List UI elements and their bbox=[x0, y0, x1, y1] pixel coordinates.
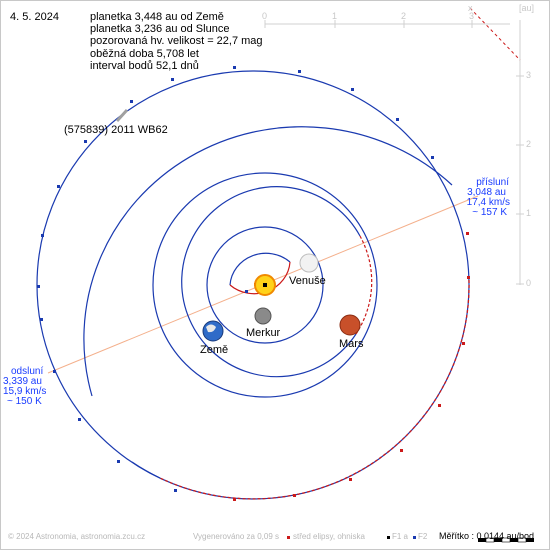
perihelion-distance: 3,048 au bbox=[467, 187, 506, 198]
mercury-orbit-above bbox=[229, 252, 291, 286]
mercury-label: Merkur bbox=[246, 327, 281, 339]
x-tick-0: 0 bbox=[262, 11, 268, 21]
info-line-distance-earth: planetka 3,448 au od Země bbox=[90, 11, 224, 23]
info-line-distance-sun: planetka 3,236 au od Slunce bbox=[90, 23, 230, 35]
aphelion-temp: ~ 150 K bbox=[7, 396, 42, 407]
mars-icon bbox=[339, 314, 361, 336]
aphelion-label: odsluní bbox=[11, 366, 44, 377]
mars-label: Mars bbox=[339, 338, 364, 350]
mercury-icon bbox=[254, 307, 272, 325]
perihelion-temp: ~ 157 K bbox=[472, 207, 507, 218]
x-tick-1: 1 bbox=[332, 11, 338, 21]
y-tick-2: 2 bbox=[526, 139, 532, 149]
legend-f1: F1 a bbox=[392, 532, 409, 541]
scale-bar bbox=[478, 537, 534, 543]
perihelion-speed: 17,4 km/s bbox=[466, 197, 510, 208]
asteroid-icon bbox=[115, 108, 129, 123]
orbit-points bbox=[37, 66, 434, 492]
y-tick-0: 0 bbox=[526, 278, 532, 288]
mars-orbit-below bbox=[355, 235, 373, 335]
info-line-period: oběžná doba 5,708 let bbox=[90, 48, 199, 60]
focus-f1 bbox=[263, 283, 267, 287]
mars-orbit-above bbox=[181, 186, 361, 378]
scale-label: Měřítko : 0,0144 au/bod bbox=[439, 531, 535, 541]
x-axis-label: x bbox=[468, 3, 473, 13]
perihelion-label: přísluní bbox=[476, 177, 509, 188]
asteroid-track bbox=[469, 7, 521, 61]
y-tick-3: 3 bbox=[526, 70, 532, 80]
aphelion-distance: 3,339 au bbox=[3, 376, 42, 387]
asteroid-orbit-above bbox=[83, 126, 453, 397]
x-tick-2: 2 bbox=[401, 11, 407, 21]
venus-icon bbox=[299, 253, 319, 273]
asteroid-label: (575839) 2011 WB62 bbox=[64, 124, 168, 136]
generated-time: Vygenerováno za 0,09 s bbox=[193, 532, 279, 541]
aphelion-speed: 15,9 km/s bbox=[3, 386, 47, 397]
y-tick-1: 1 bbox=[526, 208, 532, 218]
earth-orbit bbox=[152, 172, 378, 398]
date: 4. 5. 2024 bbox=[10, 11, 59, 23]
earth-label: Země bbox=[200, 344, 229, 356]
unit-label: [au] bbox=[519, 3, 535, 13]
info-line-interval: interval bodů 52,1 dnů bbox=[90, 60, 199, 72]
x-tick-3: 3 bbox=[469, 11, 475, 21]
venus-orbit bbox=[206, 226, 324, 344]
legend-f2: F2 bbox=[418, 532, 428, 541]
legend-center: střed elipsy, ohniska bbox=[293, 532, 365, 541]
asteroid-orbit-below bbox=[159, 279, 470, 500]
info-line-magnitude: pozorovaná hv. velikost = 22,7 mag bbox=[90, 35, 263, 47]
venus-label: Venuše bbox=[289, 275, 326, 287]
ellipse-center bbox=[245, 290, 248, 293]
copyright: © 2024 Astronomia, astronomia.zcu.cz bbox=[8, 532, 146, 541]
